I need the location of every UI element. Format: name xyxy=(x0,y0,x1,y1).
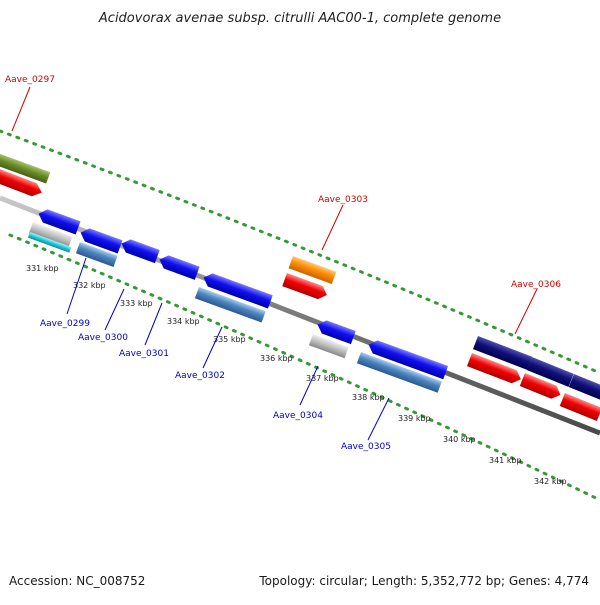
gene-cyan-0299 xyxy=(27,232,72,253)
forward-gene-labels: Aave_0297 Aave_0303 Aave_0306 xyxy=(5,75,561,335)
gene-label-aave-0299[interactable]: Aave_0299 xyxy=(40,319,90,329)
gene-blue-0304 xyxy=(317,320,356,345)
gene-orange-0303 xyxy=(288,256,337,284)
gene-blue-0300 xyxy=(80,228,123,254)
gene-navy-0306b xyxy=(526,357,574,387)
gene-blue-0302 xyxy=(203,273,273,309)
reverse-genes xyxy=(27,209,449,393)
gene-blue-0298 xyxy=(38,209,81,235)
gene-blue-0305 xyxy=(368,340,449,380)
tick-label: 332 kbp xyxy=(73,281,106,290)
tick-label: 340 kbp xyxy=(443,435,476,444)
outer-dotted-track xyxy=(0,129,600,375)
gene-steel-0305 xyxy=(356,352,442,393)
tick-label: 335 kbp xyxy=(213,335,246,344)
gene-label-aave-0302[interactable]: Aave_0302 xyxy=(175,371,225,381)
gene-label-aave-0304[interactable]: Aave_0304 xyxy=(273,411,323,421)
tick-label: 337 kbp xyxy=(306,374,339,383)
gene-navy-0306a xyxy=(472,336,533,370)
gene-steel-0300 xyxy=(75,242,118,267)
gene-label-aave-0305[interactable]: Aave_0305 xyxy=(341,442,391,452)
gene-steel-0302 xyxy=(194,287,266,323)
gene-red-0306b xyxy=(519,373,561,399)
gene-label-aave-0303[interactable]: Aave_0303 xyxy=(318,195,368,205)
gene-red-0306c xyxy=(559,393,600,421)
gene-navy-0306c xyxy=(568,374,600,402)
tick-label: 342 kbp xyxy=(534,477,567,486)
tick-label: 339 kbp xyxy=(398,414,431,423)
gene-gray-0304 xyxy=(308,334,349,359)
tick-labels: 331 kbp 332 kbp 333 kbp 334 kbp 335 kbp … xyxy=(26,264,567,486)
gene-label-aave-0300[interactable]: Aave_0300 xyxy=(78,333,128,343)
inner-dotted-track xyxy=(8,233,600,502)
map-title: Acidovorax avenae subsp. citrulli AAC00-… xyxy=(98,11,501,26)
accession-text: Accession: NC_008752 xyxy=(9,574,146,588)
tick-label: 338 kbp xyxy=(352,393,385,402)
topology-text: Topology: circular; Length: 5,352,772 bp… xyxy=(259,574,589,588)
gene-red-0297 xyxy=(0,166,42,197)
reverse-gene-labels: Aave_0299 Aave_0300 Aave_0301 Aave_0302 … xyxy=(40,257,391,452)
gene-olive xyxy=(0,151,51,184)
tick-label: 334 kbp xyxy=(167,317,200,326)
gene-red-0306a xyxy=(466,353,521,384)
tick-label: 341 kbp xyxy=(489,456,522,465)
tick-label: 333 kbp xyxy=(120,299,153,308)
tick-label: 331 kbp xyxy=(26,264,59,273)
gene-gray-0299 xyxy=(28,222,73,248)
tick-label: 336 kbp xyxy=(260,354,293,363)
gene-label-aave-0297[interactable]: Aave_0297 xyxy=(5,75,55,85)
gene-blue-0301 xyxy=(121,239,160,264)
gene-label-aave-0306[interactable]: Aave_0306 xyxy=(511,280,561,290)
gene-blue-0301b xyxy=(159,255,200,280)
forward-genes xyxy=(0,151,600,421)
gene-red-0303 xyxy=(282,273,327,300)
gene-label-aave-0301[interactable]: Aave_0301 xyxy=(119,349,169,359)
